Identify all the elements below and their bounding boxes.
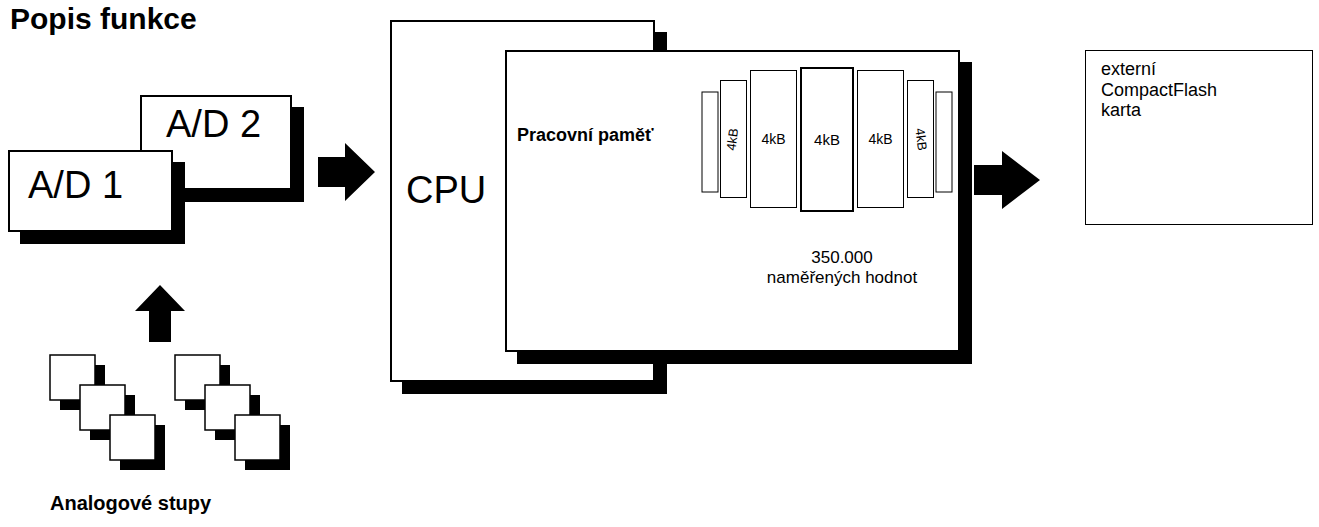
box-label: Pracovní paměť [517, 125, 654, 146]
box-label: 350.000 naměřených hodnot [764, 248, 921, 287]
box-label: 4kB [761, 131, 785, 147]
memory-block-segment: 4kB [857, 70, 904, 208]
text-slot: 4kB [858, 71, 903, 207]
text-slot: 4kB [721, 81, 746, 197]
title-slot: Popis funkce [10, 2, 197, 37]
memory-ring-sliver [936, 92, 952, 192]
text-slot: Analogové stupy [50, 492, 211, 515]
memory-block-segment: 4kB [720, 80, 747, 198]
block-arrow [135, 285, 185, 342]
analog-stage-square [110, 415, 155, 460]
box-label: 4kB [868, 131, 892, 147]
analog-stage-square [235, 415, 280, 460]
text-slot: 4kB [751, 71, 796, 207]
text-slot: 4kB [802, 69, 852, 210]
memory-block-segment: 4kB [800, 67, 854, 212]
box-label: 4kB [814, 131, 840, 148]
analog-stage-squares [45, 350, 307, 485]
text-slot: A/D 1 [28, 164, 123, 208]
ad-converter-box: A/D 1 [8, 150, 173, 232]
text-slot: 4kB [908, 81, 933, 197]
text-slot: Pracovní paměť [517, 125, 654, 146]
box-label: A/D 1 [28, 164, 123, 208]
box-label: Analogové stupy [50, 492, 211, 515]
block-arrow [974, 151, 1040, 209]
box-label: externí CompactFlash karta [1101, 59, 1251, 121]
memory-ring-sliver [702, 92, 718, 192]
memory-box: Pracovní paměť 350.000 naměřených hodnot 4… [505, 50, 960, 352]
text-slot: externí CompactFlash karta [1101, 59, 1251, 121]
text-slot: 350.000 naměřených hodnot [764, 248, 921, 287]
diagram-title: Popis funkce [10, 2, 197, 37]
box-label: 4kB [725, 127, 743, 151]
box-label: CPU [406, 169, 486, 213]
box-label: A/D 2 [166, 103, 261, 147]
text-slot: A/D 2 [166, 103, 261, 147]
analog-stages-group: Analogové stupy [45, 350, 307, 525]
memory-block-segment: 4kB [750, 70, 797, 208]
compactflash-card-box: externí CompactFlash karta [1085, 50, 1313, 225]
memory-block-segment: 4kB [907, 80, 934, 198]
box-label: 4kB [912, 127, 930, 151]
text-slot: CPU [406, 169, 486, 213]
block-arrow [318, 143, 375, 201]
